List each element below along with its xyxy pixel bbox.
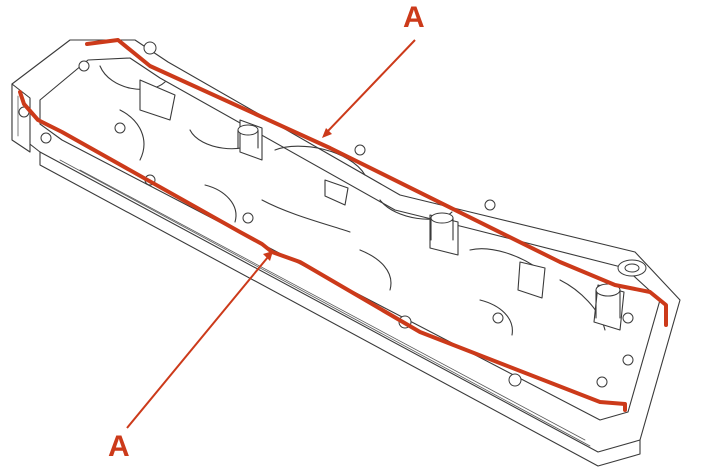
bearing-cradles xyxy=(99,65,625,336)
callout-leader-lower xyxy=(126,251,273,429)
callout-leader-upper xyxy=(322,39,416,138)
gasket-seal-lower xyxy=(18,90,627,412)
callout-label-a-top: A xyxy=(403,1,425,34)
gasket-seal-upper xyxy=(85,38,668,327)
callout-label-a-bottom: A xyxy=(108,430,130,463)
housing-frame xyxy=(11,39,681,467)
